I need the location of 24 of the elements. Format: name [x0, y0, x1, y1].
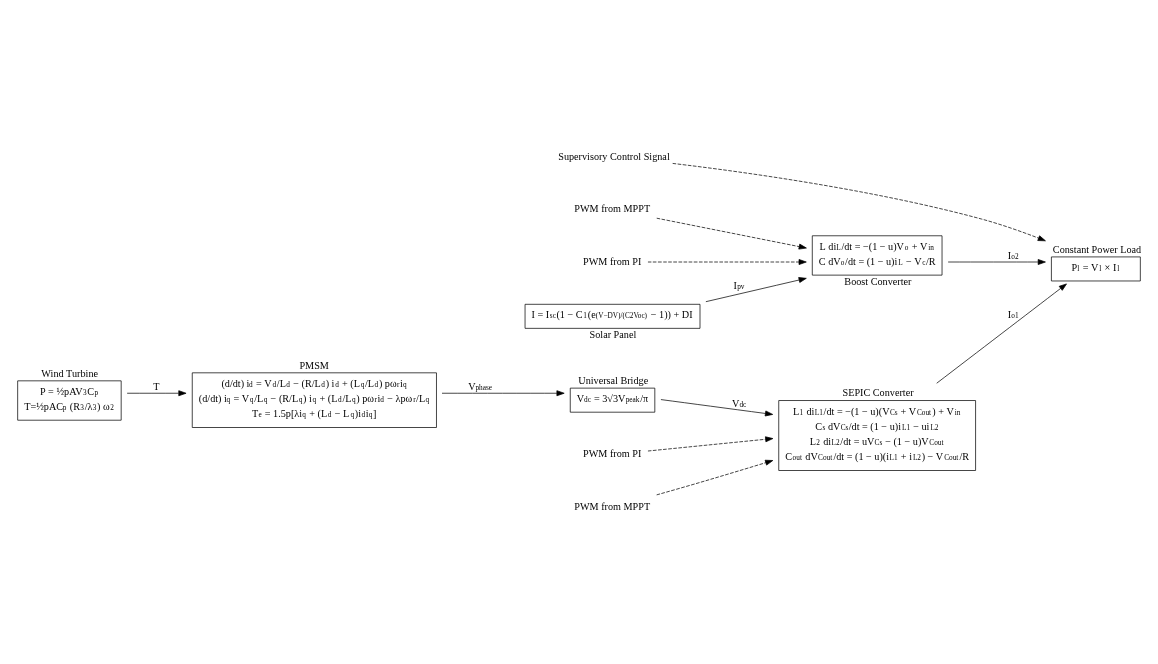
arrow	[656, 459, 774, 496]
node-text: Supervisory Control Signal	[558, 150, 670, 162]
arrow	[441, 390, 565, 397]
node-label: Constant Power Load	[1052, 243, 1142, 255]
node-text: PWM from PI	[583, 255, 642, 267]
edge-label: T	[153, 381, 160, 393]
arrow	[672, 163, 1046, 242]
node-label: Universal Bridge	[578, 374, 649, 386]
node-text: PWM from MPPT	[574, 500, 651, 512]
node-label: Wind Turbine	[41, 367, 99, 379]
arrow	[705, 277, 807, 303]
arrow	[656, 217, 807, 250]
node-label: Solar Panel	[589, 328, 637, 340]
node-label: SEPIC Converter	[842, 387, 914, 399]
arrow	[647, 436, 774, 452]
node-text: PWM from MPPT	[574, 203, 651, 215]
arrow	[647, 259, 807, 265]
arrow	[126, 390, 187, 397]
arrow	[947, 259, 1046, 265]
node-label: PMSM	[299, 359, 329, 371]
arrow	[660, 399, 774, 417]
node-label: Boost Converter	[844, 275, 912, 287]
arrow	[936, 283, 1067, 384]
node-text: PWM from PI	[583, 448, 642, 460]
